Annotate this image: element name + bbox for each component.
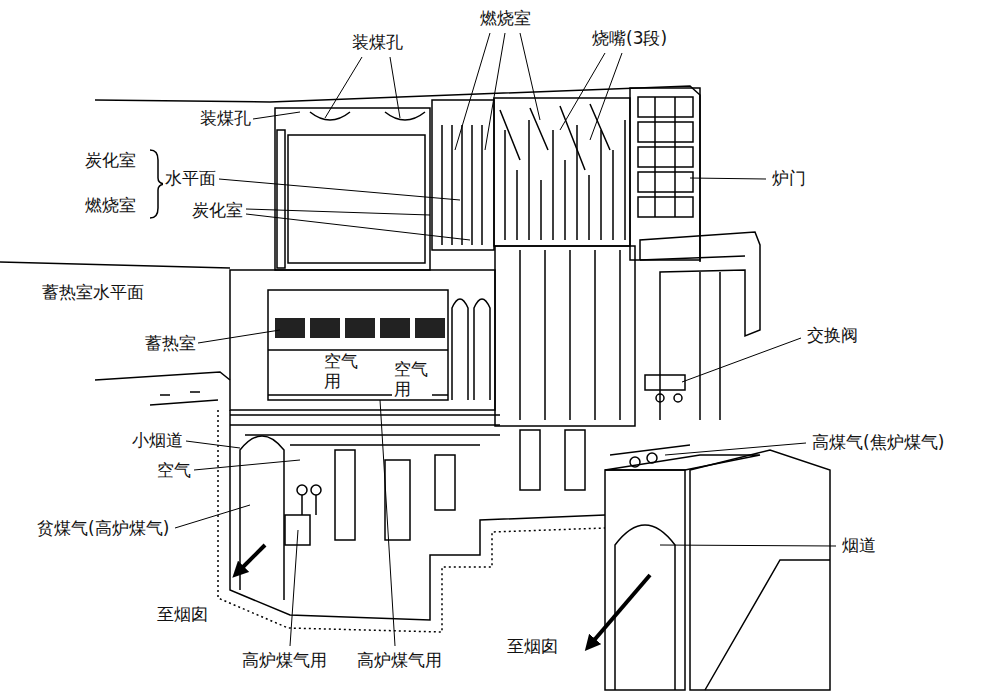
part-label: 烟道: [840, 535, 878, 555]
part-label: 装煤孔: [350, 32, 405, 52]
part-label: 炭化室: [190, 200, 245, 220]
part-label: 燃烧室: [83, 195, 138, 215]
part-label: 蓄热室: [143, 333, 198, 353]
part-label: 贫煤气(高炉煤气): [35, 518, 171, 538]
part-label: 交换阀: [805, 325, 860, 345]
flow-arrows: [238, 545, 650, 645]
part-label: 炭化室: [83, 150, 138, 170]
part-label: 蓄热室水平面: [40, 282, 146, 302]
part-label: 空气用: [322, 352, 362, 391]
oven-drawing: [0, 86, 830, 690]
part-label: 装煤孔: [198, 108, 253, 128]
part-label: 烧嘴(3段): [590, 28, 669, 48]
part-label: 空气: [155, 460, 193, 480]
part-label: 高炉煤气用: [355, 650, 444, 670]
part-label: 高煤气(焦炉煤气): [810, 432, 946, 452]
part-label: 水平面: [163, 168, 218, 188]
checker-bricks: [275, 318, 445, 338]
part-label: 小烟道: [130, 430, 185, 450]
part-label: 燃烧室: [478, 8, 533, 28]
part-label: 炉门: [770, 168, 808, 188]
leader-lines: [175, 33, 836, 646]
part-label: 空气用: [392, 360, 432, 399]
part-label: 高炉煤气用: [240, 650, 329, 670]
part-label: 至烟囱: [505, 636, 560, 656]
part-label: 至烟囱: [155, 604, 210, 624]
